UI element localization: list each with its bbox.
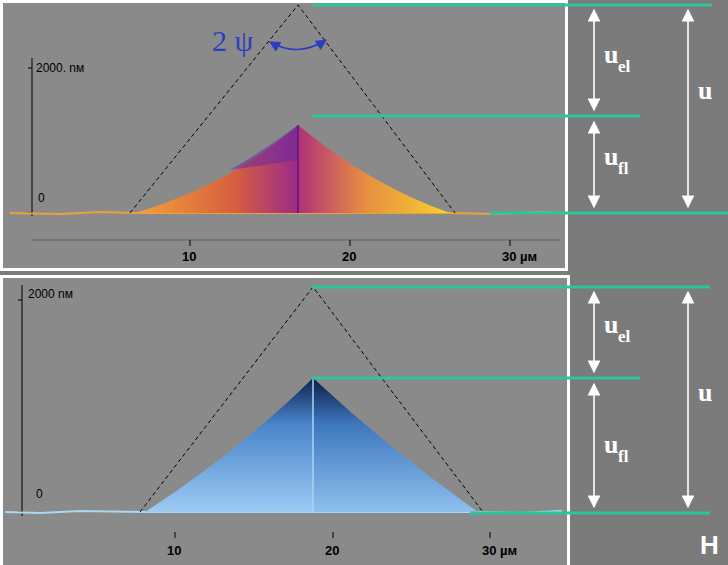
axis-zero-label: 0 xyxy=(36,488,43,500)
hardness-symbol: H xyxy=(700,532,719,558)
displacement-symbol: u xyxy=(698,380,712,406)
axis-max-label: 2000. nм xyxy=(36,62,84,74)
displacement-symbol: u xyxy=(604,312,618,338)
displacement-symbol: u xyxy=(698,78,712,104)
axis-zero-label: 0 xyxy=(38,192,45,204)
displacement-subscript: el xyxy=(618,58,630,75)
displacement-symbol: u xyxy=(604,42,618,68)
displacement-subscript: el xyxy=(618,328,630,345)
axis-tick-label: 20 xyxy=(325,544,339,557)
axis-tick-label: 10 xyxy=(182,250,196,263)
axis-max-label: 2000 nм xyxy=(28,288,73,300)
axis-tick-label: 30 µм xyxy=(482,544,517,557)
axis-tick-label: 30 µм xyxy=(502,250,537,263)
axis-tick-label: 10 xyxy=(167,544,181,557)
axis-tick-label: 20 xyxy=(342,250,356,263)
displacement-symbol: u xyxy=(604,144,618,170)
displacement-subscript: fl xyxy=(618,448,628,465)
displacement-symbol: u xyxy=(604,432,618,458)
angle-label: 2 ψ xyxy=(212,26,253,56)
displacement-subscript: fl xyxy=(618,160,628,177)
